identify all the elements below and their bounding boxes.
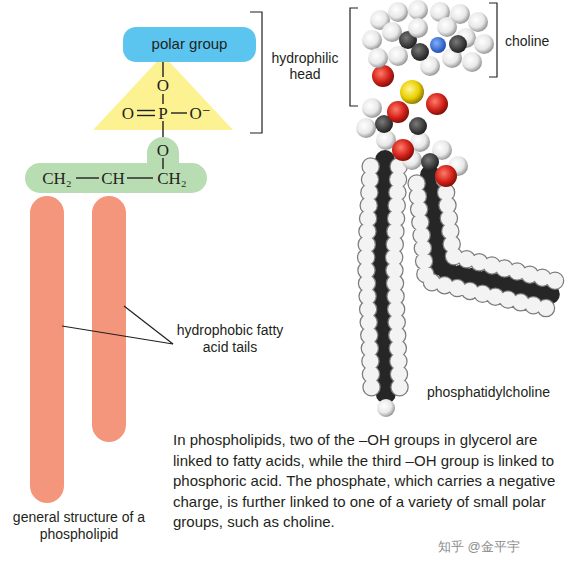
atom-symbol: O [157, 77, 169, 94]
leader-lines [62, 306, 173, 344]
hydrogen-chain [394, 160, 400, 398]
atom-symbol: O⁻ [189, 105, 210, 122]
hydrogen-atom [388, 46, 408, 66]
chemical-bond [137, 115, 155, 116]
bond-connector [162, 130, 163, 137]
chemical-bond [127, 177, 153, 178]
fatty-acid-tail [30, 196, 64, 503]
chemical-bond [162, 55, 163, 77]
atom-symbol: CH₂ [42, 170, 72, 187]
atom-symbol: O [122, 105, 134, 122]
carbon-atom [409, 117, 427, 135]
glycerol-band-fill [25, 137, 207, 193]
hydrogen-atom [377, 399, 395, 417]
carbon-atom [421, 153, 439, 171]
hydrogen-chain [366, 160, 372, 398]
hydrogen-atom [408, 0, 428, 20]
hydrogen-chain [444, 173, 556, 281]
hydrogen-atom [408, 18, 428, 38]
hydrogen-atom [437, 17, 457, 37]
oxygen-atom [372, 65, 394, 87]
atom-symbol: O [157, 142, 169, 159]
region-label: hydrophilic head [265, 50, 345, 82]
fatty-acid-tails [30, 196, 126, 503]
carbon-chain [380, 160, 386, 398]
chemical-bond [162, 121, 163, 130]
figure-label: phosphatidylcholine [427, 384, 579, 400]
brackets [250, 3, 497, 133]
hydrogen-atom [388, 2, 408, 22]
node-label: polar group [152, 36, 228, 53]
chemical-bond [76, 177, 99, 178]
hydrogen-atom [362, 98, 382, 118]
atom-symbol: P [158, 105, 167, 122]
chemical-bond [171, 112, 187, 113]
figure-label: general structure of a phospholipid [6, 509, 152, 543]
hydrogen-atom [368, 48, 388, 68]
hydrogen-chain [366, 160, 372, 398]
watermark: 知乎 @金平宇 [438, 540, 578, 555]
phosphate-triangle: OOPO⁻ [93, 55, 233, 130]
space-filling-head [356, 0, 494, 187]
oxygen-atom [392, 139, 414, 161]
oxygen-atom [426, 93, 448, 115]
leader-line [124, 306, 173, 344]
hydrogen-atom [362, 30, 382, 50]
part-label: choline [505, 33, 575, 49]
space-filling-tails [366, 160, 556, 417]
chemical-bond [162, 158, 163, 169]
phosphate-triangle-fill [93, 55, 233, 130]
glycerol-band: O CH₂ CH CH₂ [25, 137, 207, 193]
phosphorus-atom [400, 80, 424, 104]
atom-symbol: CH₂ [157, 170, 187, 187]
chemical-bond [162, 94, 163, 104]
bracket [350, 8, 358, 106]
hydrogen-atom [356, 118, 376, 138]
caption: In phospholipids, two of the –OH groups … [173, 430, 563, 533]
fatty-acid-tail [92, 196, 126, 442]
hydrogen-atom [468, 12, 488, 32]
hydrogen-chain [444, 173, 556, 281]
hydrogen-atom [474, 34, 494, 54]
hydrogen-atom [462, 52, 482, 72]
leader-line [62, 326, 173, 344]
hydrogen-chain [416, 177, 550, 309]
atom-symbol: CH [101, 170, 125, 187]
carbon-atom [411, 43, 429, 61]
hydrogen-chain [416, 177, 550, 309]
nitrogen-atom [430, 37, 446, 53]
polar-group-box: polar group [123, 27, 256, 62]
oxygen-atom [387, 101, 409, 123]
oxygen-atom [435, 165, 457, 187]
region-label: hydrophobic fatty acid tails [176, 322, 284, 356]
chemical-bond [137, 110, 155, 111]
hydrogen-chain [394, 160, 400, 398]
hydrogen-atom [382, 22, 402, 42]
carbon-atom [449, 35, 467, 53]
